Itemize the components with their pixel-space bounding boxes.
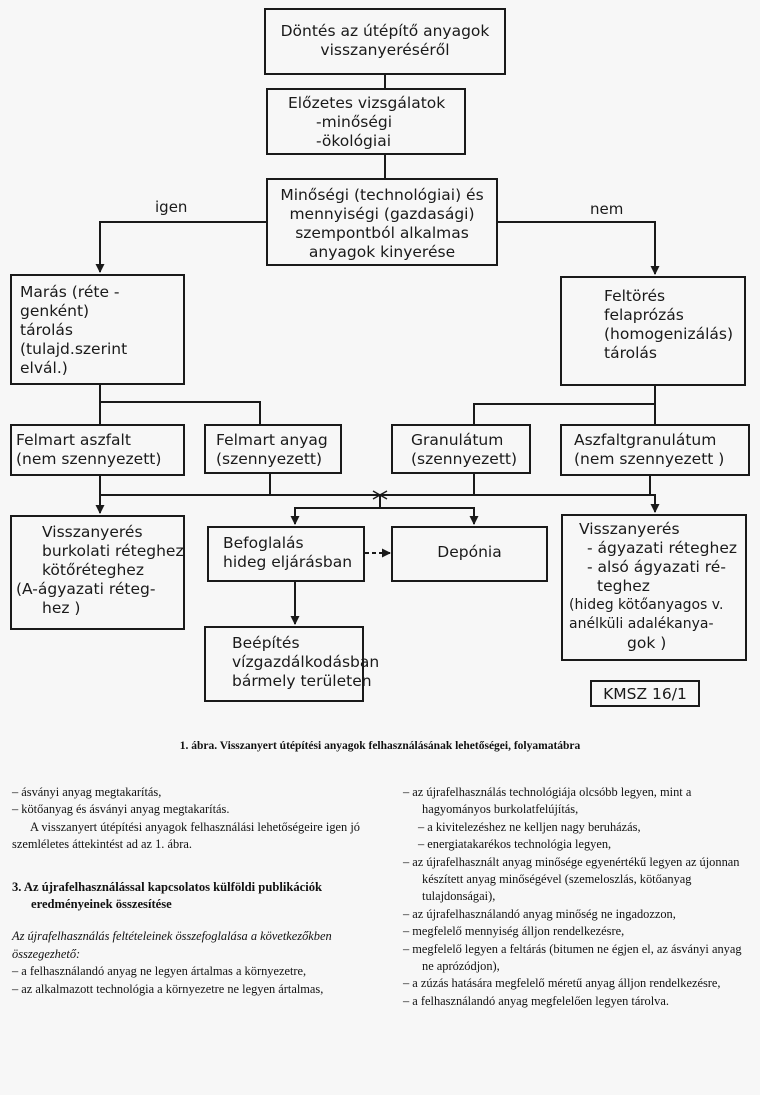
connector-to-b3 [380,507,479,525]
milling-box: Marás (réte - genként) tárolás (tulajd.s… [10,274,185,385]
list-item: – megfelelő mennyiség álljon rendelkezés… [403,924,625,939]
decision-box: Döntés az útépítő anyagok visszanyerésér… [264,8,506,75]
connector-no [496,221,660,275]
extraction-box: Minőségi (technológiai) és mennyiségi (g… [266,178,498,266]
list-item: – az alkalmazott technológia a környezet… [12,981,324,996]
water-management-box: Beépítés vízgazdálkodásban bármely terül… [204,626,379,702]
crushing-box: Feltörés felaprózás (homogenizálás) táro… [560,276,746,386]
list-item: – a felhasználandó anyag megfelelően leg… [403,993,669,1008]
right-column: – az újrafelhasználás technológiája olcs… [403,784,755,1010]
connector-left-split [100,401,261,424]
flowchart-connectors [95,73,660,625]
granulate-box: Granulátum (szennyezett) [391,424,531,474]
connector-right-split [473,403,655,424]
figure-stamp: KMSZ 16/1 [590,680,700,707]
figure-caption: 1. ábra. Visszanyert útépítési anyagok f… [179,740,581,752]
left-column: – ásványi anyag megtakarítás, – kötőanya… [12,784,364,998]
list-item: – kötőanyag és ásványi anyag megtakarítá… [12,802,230,817]
recovery-subbase-box: Visszanyerés - ágyazati réteghez - alsó … [561,514,747,661]
deponia-box: Depónia [391,526,548,582]
connector-to-b2 [290,507,380,525]
list-item: – a felhasználandó anyag ne legyen ártal… [12,964,307,979]
asphalt-granulate-box: Aszfaltgranulátum (nem szennyezett ) [560,424,750,476]
milled-asphalt-box: Felmart aszfalt (nem szennyezett) [10,424,185,476]
cold-process-box: Befoglalás hideg eljárásban [207,526,365,582]
list-item: – a kivitelezéshez ne kelljen nagy beruh… [418,819,641,834]
list-item: – ásványi anyag megtakarítás, [12,785,162,799]
connector-yes [95,221,266,273]
flowchart: Döntés az útépítő anyagok visszanyerésér… [10,8,750,707]
preliminary-tests-box: Előzetes vizsgálatok -minőségi -ökológia… [266,88,466,155]
intro-text: Az újrafelhasználás feltételeinek összef… [12,929,332,961]
label-no: nem [590,200,624,218]
list-item: – energiatakarékos technológia legyen, [418,837,612,852]
milled-material-box: Felmart anyag (szennyezett) [204,424,342,474]
list-item: – az újrafelhasznált anyag minősége egye… [403,854,740,904]
paragraph: A visszanyert útépítési anyagok felhaszn… [12,819,360,852]
list-item: – az újrafelhasználandó anyag minőség ne… [403,906,676,921]
recovery-pavement-box: Visszanyerés burkolati réteghez kötőréte… [10,515,185,630]
list-item: – megfelelő legyen a feltárás (bitumen n… [403,941,742,974]
section-heading: 3. Az újrafelhasználással kapcsolatos kü… [12,879,323,912]
list-item: – az újrafelhasználás technológiája olcs… [403,785,692,817]
list-item: – a zúzás hatására megfelelő méretű anya… [403,976,721,991]
connector-bus [100,494,660,513]
label-yes: igen [155,198,188,216]
